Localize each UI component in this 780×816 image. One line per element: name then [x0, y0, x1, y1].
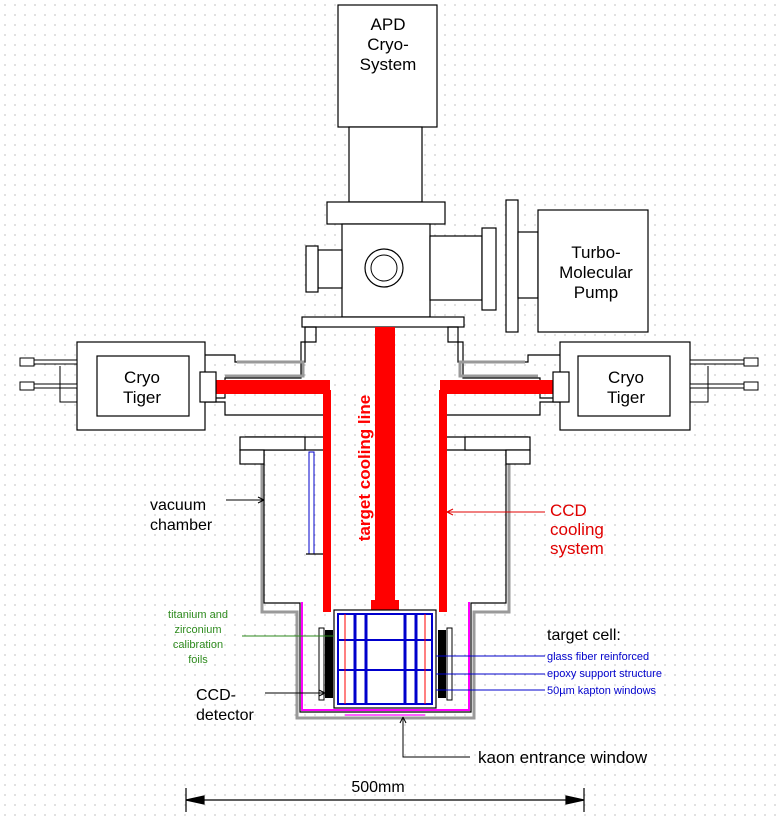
dimension-500mm [185, 788, 585, 812]
cold-head-left [199, 371, 217, 403]
ccd-detector-left [325, 630, 333, 698]
target-cell-item2: epoxy support structure [547, 668, 662, 680]
pump-valve [481, 227, 497, 311]
cooling-vertical-left [323, 390, 331, 612]
ccd-cool-label-line2: cooling [550, 520, 604, 539]
target-cell-label: target cell: glass fiber reinforced epox… [547, 627, 662, 697]
cold-head-right [552, 371, 570, 403]
foils-label-line2: zirconium [174, 624, 221, 636]
hose-connectors-right [689, 357, 759, 403]
target-cell-title: target cell: [547, 627, 621, 644]
cross-left-flange [305, 245, 319, 293]
vacuum-chamber-vessel [245, 436, 528, 713]
ccd-cool-label-line3: system [550, 539, 604, 558]
turbo-pump-label: Turbo- Molecular Pump [559, 243, 633, 302]
calibration-foils-label: titanium and zirconium calibration foils [168, 609, 228, 666]
vacuum-chamber-vessel-shade [260, 452, 511, 720]
pump-flange [505, 199, 519, 333]
vacuum-label-line2: chamber [150, 517, 213, 534]
apd-neck [348, 126, 423, 203]
turbo-label-line1: Turbo- [571, 243, 620, 262]
cryo-left-label-line2: Tiger [123, 388, 161, 407]
cooling-horizontal-left [205, 380, 330, 394]
ccd-cool-label-line1: CCD [550, 501, 587, 520]
cross-right-port [429, 235, 483, 301]
ccd-cooling-system-label: CCD cooling system [550, 501, 604, 558]
apd-cryo-system-label: APD Cryo- System [360, 15, 417, 74]
support-rod [308, 451, 315, 555]
dimension-label: 500mm [351, 779, 404, 796]
turbo-molecular-pump-box [537, 209, 649, 333]
target-cooling-line-bar [375, 327, 395, 610]
apd-label-line3: System [360, 55, 417, 74]
cryo-tiger-right-box [577, 355, 671, 417]
vacuum-chamber-wall-shade [225, 360, 538, 378]
apd-label-line1: APD [371, 15, 406, 34]
cryo-tiger-left-box [96, 355, 190, 417]
ccd-holder-left [318, 627, 325, 701]
cooling-horizontal-right [440, 380, 560, 394]
cooling-lines [205, 327, 560, 612]
pump-adapter [517, 231, 539, 299]
leader-lines [226, 496, 545, 758]
kaon-window-label: kaon entrance window [478, 748, 648, 767]
foils-label-line4: foils [188, 654, 208, 666]
target-cooling-line-label: target cooling line [355, 395, 374, 541]
cryo-tiger-right-label: Cryo Tiger [607, 368, 645, 407]
cryo-right-label-line2: Tiger [607, 388, 645, 407]
cross-bottom-flange [301, 316, 465, 328]
chamber-flange-right-lip [505, 449, 531, 465]
ccd-det-label-line2: detector [196, 707, 254, 724]
vacuum-chamber-label: vacuum chamber [150, 497, 213, 534]
ccd-detector-label: CCD- detector [196, 687, 254, 724]
ccd-det-label-line1: CCD- [196, 687, 236, 704]
target-cell-item1: glass fiber reinforced [547, 651, 649, 663]
cryo-right-label-line1: Cryo [608, 368, 644, 387]
target-cell [333, 609, 437, 709]
chamber-flange-left-lip [239, 449, 265, 465]
target-cooling-head [371, 600, 399, 610]
ccd-holder-right [446, 627, 453, 701]
ccd-detector-right [438, 630, 446, 698]
cryo-left-label-line1: Cryo [124, 368, 160, 387]
apd-cryo-system-box [337, 4, 438, 128]
chamber-flange-left [239, 436, 306, 451]
target-cell-item3: 50µm kapton windows [547, 685, 657, 697]
turbo-label-line2: Molecular [559, 263, 633, 282]
viewport-inner [370, 254, 398, 282]
foils-label-line3: calibration [173, 639, 223, 651]
apd-label-line2: Cryo- [367, 35, 409, 54]
cryo-tiger-left-label: Cryo Tiger [123, 368, 161, 407]
vacuum-chamber-wall [205, 326, 560, 445]
cross-top-flange [326, 201, 446, 225]
cooling-vertical-right [439, 390, 447, 612]
foils-label-line1: titanium and [168, 609, 228, 621]
turbo-label-line3: Pump [574, 283, 618, 302]
chamber-flange-right [464, 436, 531, 451]
cross-left-port [317, 249, 343, 289]
vacuum-label-line1: vacuum [150, 497, 206, 514]
hose-connectors-left [19, 357, 78, 403]
